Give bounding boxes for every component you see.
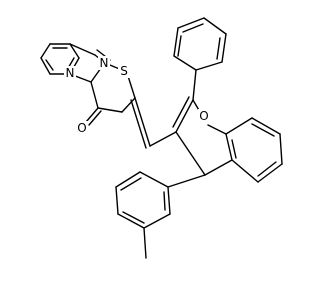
phenyl-ring (173, 17, 227, 101)
pyran-oxygen-label: O (199, 109, 208, 123)
bond-lines (40, 17, 283, 259)
tolyl-ring (115, 171, 206, 259)
carbonyl-bond (85, 107, 102, 126)
carbonyl-oxygen-label: O (77, 121, 86, 135)
imine-nitrogen-label: N (100, 56, 109, 70)
exocyclic-double-bond (130, 97, 151, 149)
ring-nitrogen-label: N (66, 66, 75, 80)
sulfur-label: S (120, 64, 128, 78)
chromene-benzene-ring (225, 117, 283, 183)
atom-labels: N N S O O (64, 56, 210, 135)
molecule-structure-diagram: N N S O O (40, 17, 283, 259)
pyran-ring (149, 96, 233, 176)
